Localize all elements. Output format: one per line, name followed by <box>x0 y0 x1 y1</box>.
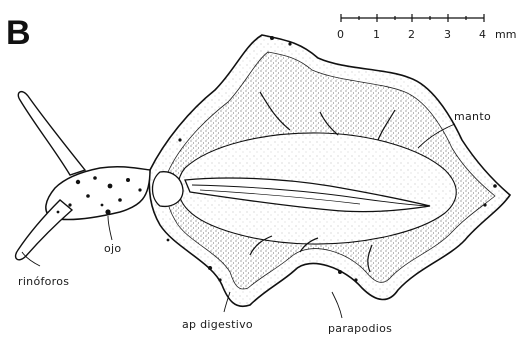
eye <box>105 209 110 214</box>
panel-letter: B <box>6 14 31 52</box>
label-ojo: ojo <box>104 242 121 255</box>
scale-tick-2: 2 <box>408 28 415 41</box>
label-rinoforos: rinóforos <box>18 275 69 288</box>
label-manto: manto <box>454 110 491 123</box>
scale-bar <box>341 14 484 22</box>
scale-tick-4: 4 <box>479 28 486 41</box>
label-parapodios: parapodios <box>328 322 392 335</box>
scale-tick-3: 3 <box>444 28 451 41</box>
scale-tick-0: 0 <box>337 28 344 41</box>
label-ap-digestivo: ap digestivo <box>182 318 253 331</box>
rhinophore-upper <box>18 92 85 175</box>
rhinophore-lower <box>16 200 72 260</box>
scale-unit: mm <box>495 28 516 41</box>
scale-tick-1: 1 <box>373 28 380 41</box>
